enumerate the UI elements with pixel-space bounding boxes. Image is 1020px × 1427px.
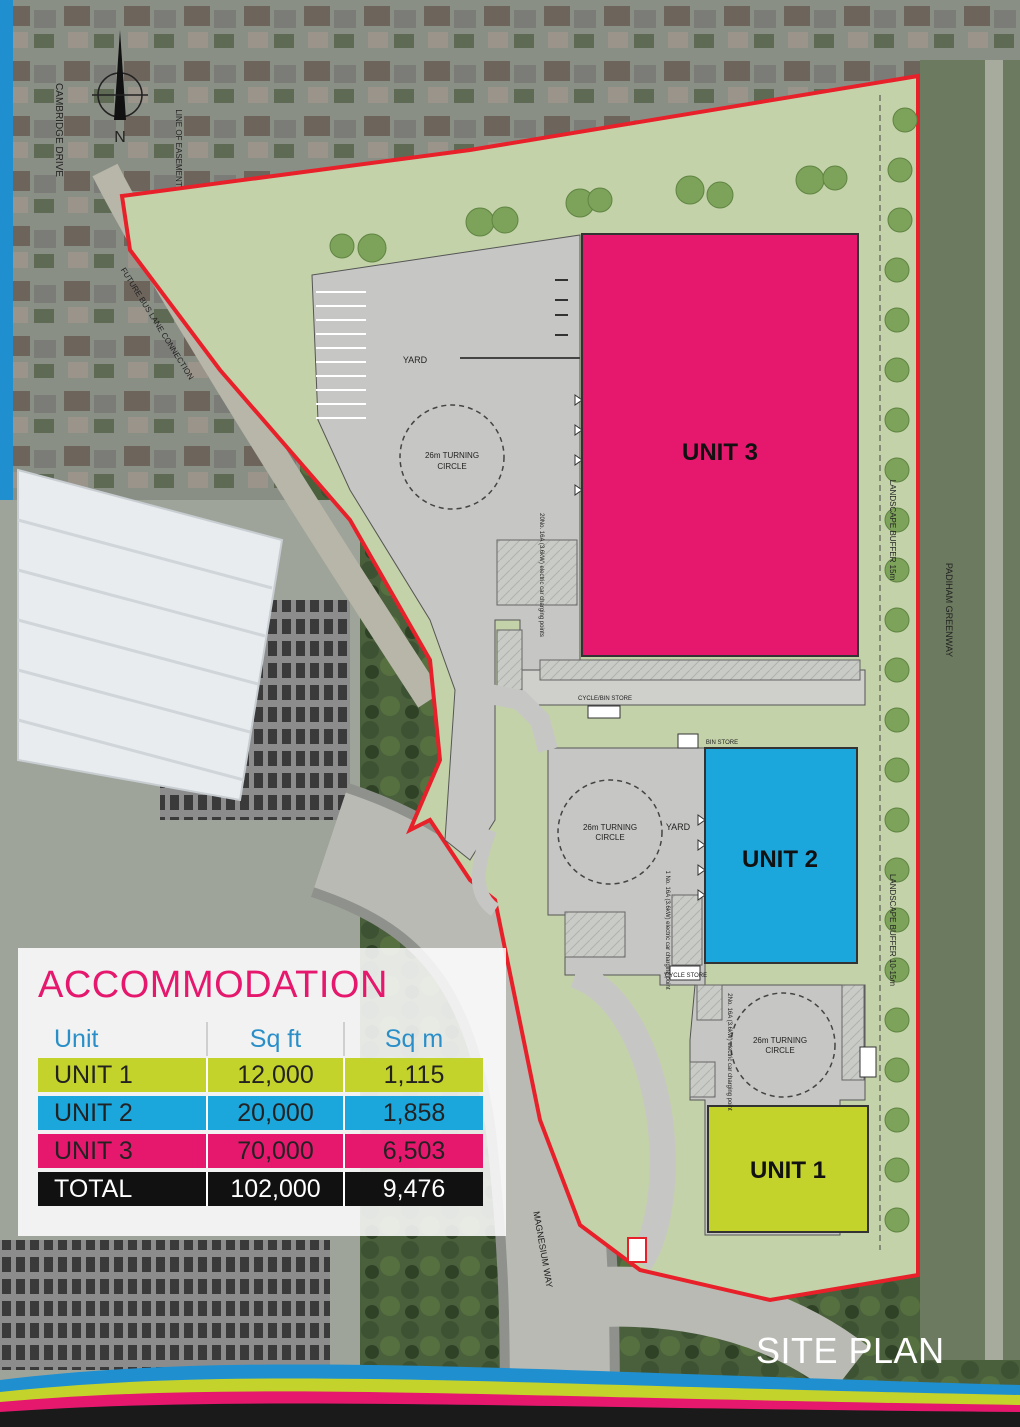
cycle-bin-store-label: CYCLE/BIN STORE <box>578 696 632 702</box>
total-label: TOTAL <box>38 1172 206 1206</box>
yard-top-label: YARD <box>403 355 428 365</box>
easement-label: LINE OF EASEMENT <box>174 109 183 186</box>
ev-note-2: 1 No. 16A (3.6kW) electric car charging … <box>664 870 670 989</box>
accommodation-table: Unit Sq ft Sq m UNIT 1 12,000 1,115 UNIT… <box>38 1022 483 1210</box>
unit-3-building <box>581 233 859 657</box>
col-sqm: Sq m <box>343 1022 483 1056</box>
turning-circle-mid-label-2: CIRCLE <box>595 833 624 842</box>
unit-2-building <box>704 747 858 964</box>
row-sqft: 12,000 <box>206 1058 343 1092</box>
row-sqm: 1,115 <box>343 1058 483 1092</box>
table-header: Unit Sq ft Sq m <box>38 1022 483 1056</box>
turning-circle-top-label-2: CIRCLE <box>437 462 466 471</box>
col-unit: Unit <box>54 1024 99 1053</box>
accommodation-panel: ACCOMMODATION Unit Sq ft Sq m UNIT 1 12,… <box>18 948 506 1236</box>
north-arrow-icon <box>92 30 148 120</box>
row-sqm: 1,858 <box>343 1096 483 1130</box>
unit-1-building <box>707 1105 869 1233</box>
cambridge-drive-label: CAMBRIDGE DRIVE <box>53 83 64 177</box>
row-sqft: 70,000 <box>206 1134 343 1168</box>
table-row: UNIT 1 12,000 1,115 <box>38 1058 483 1092</box>
cycle-store-label: CYCLE STORE <box>665 973 707 979</box>
turning-circle-mid-label: 26m TURNING <box>583 823 637 832</box>
accommodation-heading: ACCOMMODATION <box>38 964 388 1006</box>
row-unit: UNIT 3 <box>38 1134 206 1168</box>
table-total-row: TOTAL 102,000 9,476 <box>38 1172 483 1206</box>
row-unit: UNIT 1 <box>38 1058 206 1092</box>
row-sqft: 20,000 <box>206 1096 343 1130</box>
turning-circle-bottom-label-2: CIRCLE <box>765 1046 794 1055</box>
turning-circle-top-label: 26m TURNING <box>425 451 479 460</box>
table-row: UNIT 2 20,000 1,858 <box>38 1096 483 1130</box>
turning-circle-bottom-label: 26m TURNING <box>753 1036 807 1045</box>
ev-note-1: 20No. 16A (3.6kW) electric car charging … <box>538 513 544 637</box>
unit-3-label: UNIT 3 <box>682 439 758 466</box>
col-sqft: Sq ft <box>206 1022 343 1056</box>
side-accent-bar <box>0 0 13 500</box>
unit-1-label: UNIT 1 <box>750 1157 826 1184</box>
row-sqm: 6,503 <box>343 1134 483 1168</box>
site-plan-title: SITE PLAN <box>756 1330 945 1371</box>
ev-note-3: 2No. 16A (3.6kW) electric car charging p… <box>726 993 732 1111</box>
landscape-buffer-top-label: LANDSCAPE BUFFER 15m <box>888 480 897 581</box>
bin-store-label: BIN STORE <box>706 740 738 746</box>
unit-2-label: UNIT 2 <box>742 846 818 873</box>
table-row: UNIT 3 70,000 6,503 <box>38 1134 483 1168</box>
row-unit: UNIT 2 <box>38 1096 206 1130</box>
total-sqm: 9,476 <box>343 1172 483 1206</box>
total-sqft: 102,000 <box>206 1172 343 1206</box>
north-label: N <box>114 129 126 146</box>
yard-mid-label: YARD <box>666 822 691 832</box>
landscape-buffer-bottom-label: LANDSCAPE BUFFER 10-15m <box>888 874 897 986</box>
padiham-greenway-label: PADIHAM GREENWAY <box>944 563 954 657</box>
